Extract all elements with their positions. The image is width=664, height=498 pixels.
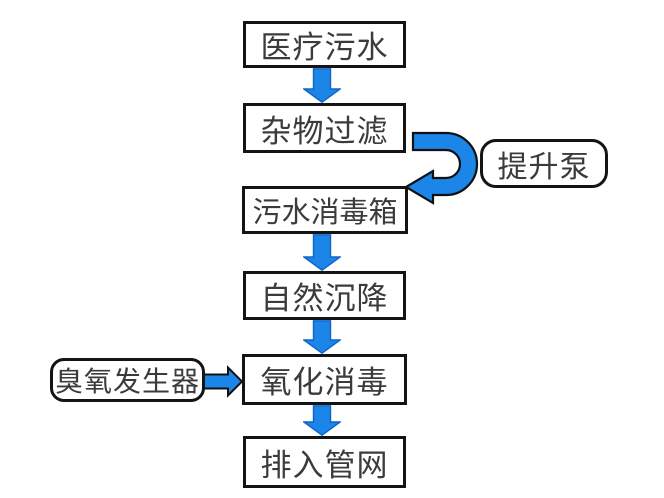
down-arrow-shape <box>303 234 341 271</box>
node-label: 污水消毒箱 <box>252 197 398 229</box>
node-label: 医疗污水 <box>260 30 389 65</box>
right-arrow-ozone-to-oxidation <box>203 365 244 398</box>
down-arrow-medical-to-filter <box>303 68 341 103</box>
node-natural-sedimentation: 自然沉降 <box>243 271 406 320</box>
uturn-arrow-filter-to-tank <box>403 131 479 205</box>
node-sewage-disinfection-tank: 污水消毒箱 <box>242 186 408 234</box>
node-label: 臭氧发生器 <box>54 367 200 398</box>
down-arrow-shape <box>303 68 341 103</box>
node-lift-pump: 提升泵 <box>480 139 608 188</box>
node-label: 排入管网 <box>260 447 389 483</box>
node-discharge-pipe-network: 排入管网 <box>243 436 406 488</box>
node-label: 氧化消毒 <box>260 365 389 400</box>
node-label: 提升泵 <box>497 150 591 184</box>
down-arrow-oxidation-to-discharge <box>303 405 341 436</box>
down-arrow-shape <box>303 405 341 436</box>
node-oxidation-disinfection: 氧化消毒 <box>242 354 407 405</box>
node-debris-filtration: 杂物过滤 <box>243 103 406 153</box>
node-ozone-generator: 臭氧发生器 <box>50 358 205 402</box>
down-arrow-sedimentation-to-oxidation <box>303 320 341 354</box>
down-arrow-shape <box>303 320 341 354</box>
uturn-arrow-shape <box>403 131 479 205</box>
node-label: 自然沉降 <box>260 281 389 316</box>
node-medical-sewage: 医疗污水 <box>243 21 406 68</box>
down-arrow-tank-to-sedimentation <box>303 234 341 271</box>
node-label: 杂物过滤 <box>260 113 389 149</box>
right-arrow-shape <box>203 365 244 398</box>
